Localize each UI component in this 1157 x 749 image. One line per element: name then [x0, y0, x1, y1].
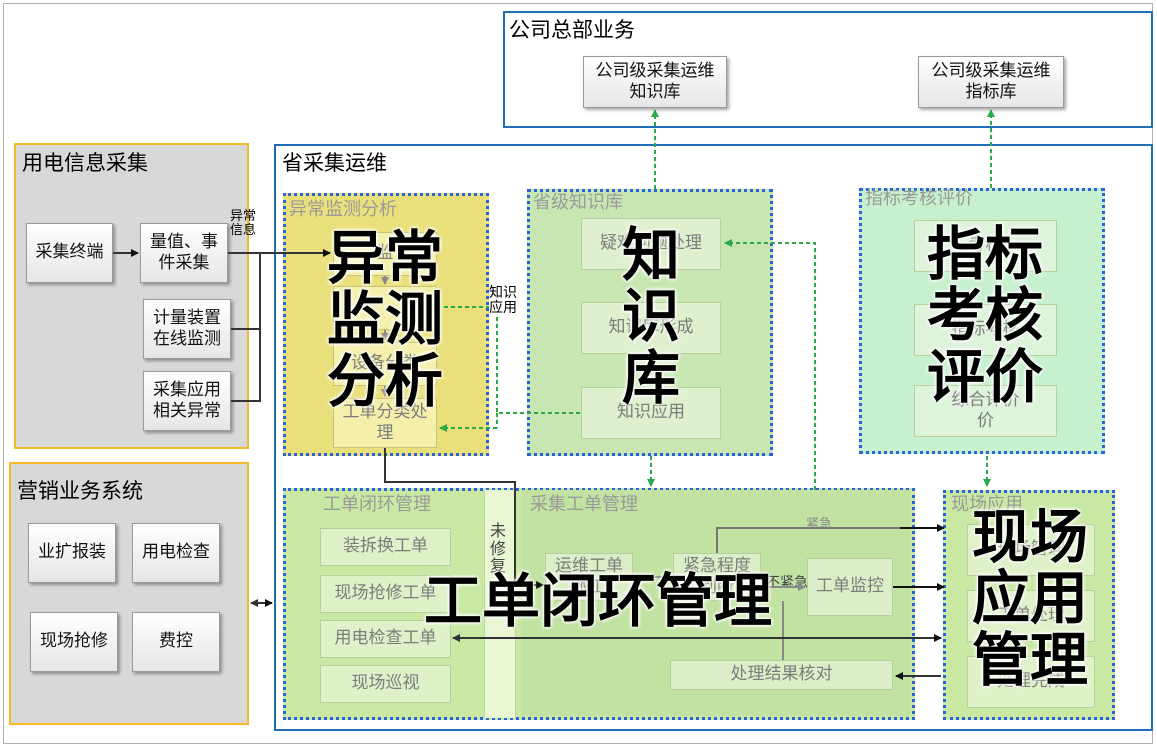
- closed-loop-item-3[interactable]: 用电检查工单: [320, 620, 451, 658]
- marketing-title: 营销业务系统: [17, 479, 143, 503]
- field-title: 现场应用: [951, 494, 1023, 515]
- index-title: 指标考核评价: [865, 188, 973, 209]
- unrepaired-strip: [484, 490, 516, 718]
- knowledge-item-2[interactable]: 知识库形成: [581, 302, 721, 354]
- workorder-title: 采集工单管理: [530, 494, 638, 515]
- closed-loop-item-2[interactable]: 现场抢修工单: [320, 575, 451, 613]
- field-item-2[interactable]: 工单处理: [967, 590, 1095, 642]
- abnormal-item-1[interactable]: 监: [333, 232, 437, 276]
- closed-loop-item-4[interactable]: 现场巡视: [320, 665, 451, 703]
- repair-box[interactable]: 现场抢修: [30, 612, 118, 672]
- knowledge-title: 省级知识库: [533, 192, 623, 213]
- unrepaired-label: 未 修 复: [490, 521, 507, 576]
- index-item-1[interactable]: 考核: [914, 220, 1057, 272]
- hq-knowledge-box[interactable]: 公司级采集运维 知识库: [583, 56, 727, 108]
- expand-box[interactable]: 业扩报装: [28, 523, 116, 583]
- check-box[interactable]: 用电检查: [132, 523, 220, 583]
- field-item-3[interactable]: 处理完成: [967, 656, 1095, 708]
- urgency-box[interactable]: 紧急程度 判断: [673, 553, 761, 601]
- abnormal-item-2[interactable]: [333, 286, 437, 330]
- knowledge-apply-label: 知识 应用: [489, 285, 517, 317]
- knowledge-item-3[interactable]: 知识应用: [581, 387, 721, 439]
- collect-app-box[interactable]: 采集应用 相关异常: [143, 371, 231, 431]
- hq-title: 公司总部业务: [509, 18, 635, 42]
- ops-order-box[interactable]: 运维工单 派工: [545, 553, 633, 601]
- collect-title: 用电信息采集: [22, 151, 148, 175]
- meter-box[interactable]: 计量装置 在线监测: [143, 299, 231, 359]
- index-item-2[interactable]: 指标考核: [914, 304, 1057, 356]
- marketing-section: [9, 462, 249, 725]
- monitor-box[interactable]: 工单监控: [807, 558, 893, 616]
- abnormal-info-label: 异常 信息: [230, 209, 257, 239]
- closed-loop-item-1[interactable]: 装拆换工单: [320, 528, 451, 566]
- terminal-box[interactable]: 采集终端: [26, 223, 113, 283]
- fee-box[interactable]: 费控: [132, 612, 220, 672]
- abnormal-item-3[interactable]: 设备分类: [333, 342, 437, 386]
- index-item-3[interactable]: 综合评价 价: [914, 385, 1057, 437]
- abnormal-item-4[interactable]: 工单分类处 理: [333, 398, 437, 448]
- hq-index-box[interactable]: 公司级采集运维 指标库: [918, 56, 1064, 108]
- field-item-1[interactable]: 现场管理: [967, 524, 1095, 576]
- verify-box[interactable]: 处理结果核对: [670, 660, 893, 690]
- closed-loop-title: 工单闭环管理: [323, 494, 431, 515]
- province-title: 省采集运维: [282, 151, 387, 175]
- abnormal-title: 异常监测分析: [289, 199, 397, 220]
- knowledge-item-1[interactable]: 疑难问题处理: [581, 218, 721, 270]
- measure-box[interactable]: 量值、事 件采集: [140, 223, 228, 283]
